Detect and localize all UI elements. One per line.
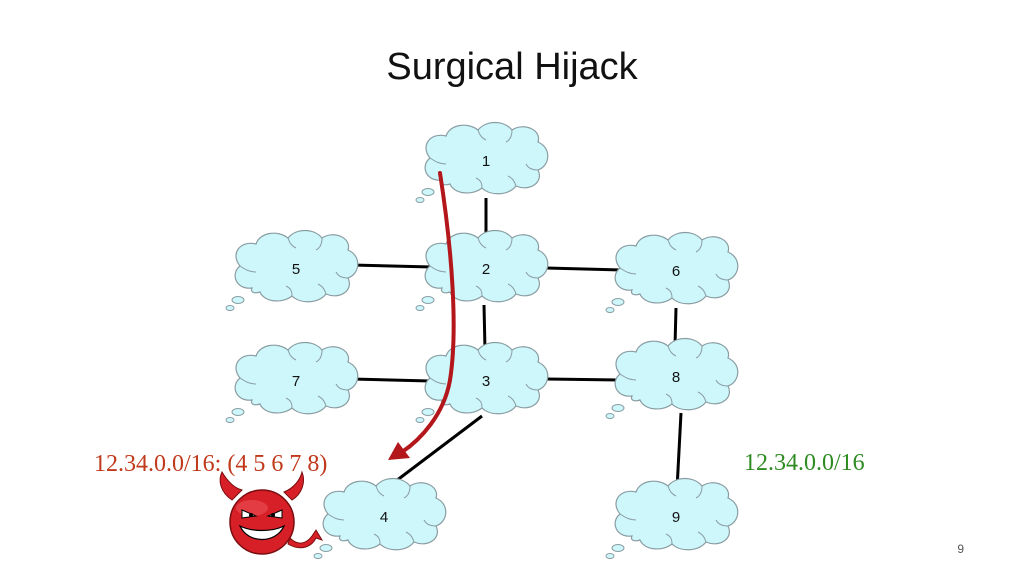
hijack-arrow [388, 171, 456, 460]
attacker-prefix-announcement: 12.34.0.0/16: (4 5 6 7 8) [94, 451, 328, 477]
node-label: 5 [292, 261, 300, 278]
links [351, 198, 683, 490]
node-8: 8 [605, 337, 739, 420]
page-title: Surgical Hijack [386, 46, 638, 88]
link-2-3 [482, 304, 487, 351]
link-6-8 [673, 307, 678, 347]
node-5: 5 [225, 229, 359, 312]
node-7: 7 [225, 341, 359, 424]
node-label: 6 [672, 263, 680, 280]
link-7-3 [351, 377, 431, 383]
node-label: 9 [672, 509, 680, 526]
link-3-8 [545, 377, 621, 382]
link-2-6 [545, 266, 623, 272]
node-6: 6 [605, 231, 739, 314]
link-3-4 [387, 414, 483, 489]
link-8-9 [675, 412, 683, 490]
slide-number: 9 [957, 542, 964, 556]
node-3: 3 [415, 341, 549, 424]
node-label: 3 [482, 373, 490, 390]
node-9: 9 [605, 477, 739, 560]
node-1: 1 [415, 121, 549, 204]
node-4: 4 [313, 477, 447, 560]
node-label: 1 [482, 153, 490, 170]
legitimate-prefix-announcement: 12.34.0.0/16 [744, 450, 865, 476]
node-label: 2 [482, 261, 490, 278]
node-label: 8 [672, 369, 680, 386]
node-label: 4 [380, 509, 388, 526]
node-label: 7 [292, 373, 300, 390]
link-5-2 [351, 263, 433, 269]
devil-face-icon [219, 470, 324, 555]
node-2: 2 [415, 229, 549, 312]
